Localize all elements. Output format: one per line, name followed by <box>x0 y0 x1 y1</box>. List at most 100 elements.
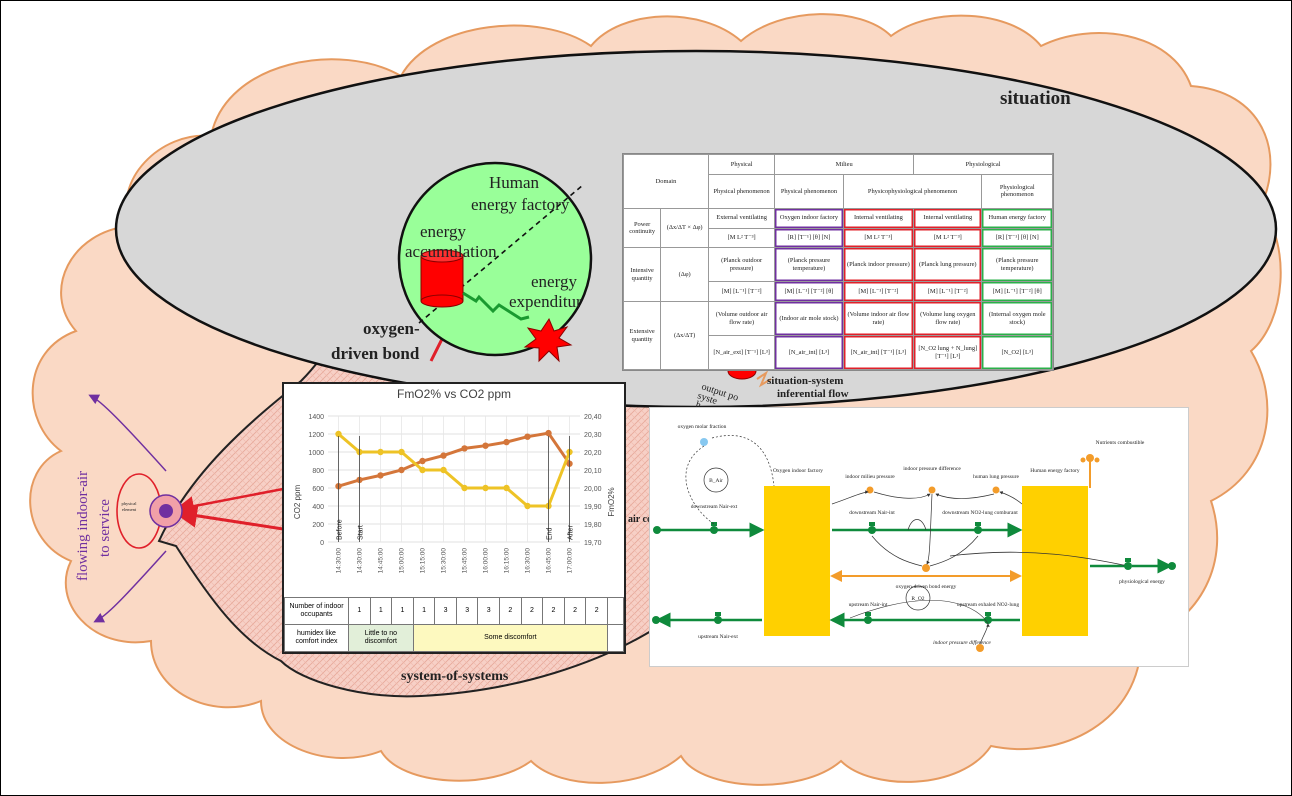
series-point <box>482 442 489 449</box>
energy-expenditure-label-2: expenditur <box>509 292 582 311</box>
domain-table-panel: Domain Physical Milieu Physiological Phy… <box>622 153 1054 371</box>
x-tick-label: 15:15:00 <box>420 548 427 574</box>
comfort-band-some: Some discomfort <box>412 624 609 652</box>
label-oxygen-driven-bond-energy: oxygen-driven bond energy <box>896 584 957 590</box>
x-tick-label: 16:30:00 <box>525 548 532 574</box>
group-milieu: Milieu <box>774 154 915 175</box>
occupants-cell: 1 <box>391 597 414 625</box>
occupancy-table: Number of indoor occupants 1 1 1 1 3 3 3… <box>284 597 624 652</box>
series-point <box>545 429 552 437</box>
y2-tick-label: 20,40 <box>584 414 602 421</box>
occupants-cell: 3 <box>455 597 479 625</box>
series-point <box>377 472 384 479</box>
label-r-o2: R_O2 <box>911 596 924 602</box>
row-name: Power continuity <box>622 207 662 249</box>
series-point <box>503 484 510 492</box>
table-spacer <box>607 597 624 625</box>
table-cell: [M] [L⁻¹] [T⁻²] <box>842 281 915 303</box>
human-energy-factory-label-1: Human <box>489 173 540 192</box>
phenomenon-header: Physical phenomenon <box>774 173 844 209</box>
series-line <box>338 431 571 488</box>
table-cell: Internal ventilating <box>842 207 915 229</box>
occupants-cell: 2 <box>563 597 587 625</box>
series-point <box>419 457 426 465</box>
x-tick-label: 14:30:00 <box>336 548 343 574</box>
situation-label: situation <box>1000 88 1071 109</box>
phenomenon-header: Physical phenomenon <box>707 173 776 209</box>
comfort-band-little: Little to no discomfort <box>348 624 414 652</box>
label-upstream-nair-int: upstream Nair-int <box>849 602 888 608</box>
y-tick-label: 400 <box>312 504 324 511</box>
output-partial-label-3: h <box>694 399 702 411</box>
y2-tick-label: 20,20 <box>584 450 602 457</box>
series-point <box>398 448 405 456</box>
table-cell: [N_air_int] [T⁻¹] [L³] <box>842 335 915 370</box>
x-tick-label: 14:45:00 <box>378 548 385 574</box>
series-point <box>461 484 468 492</box>
table-cell: [N_air_ext] [T⁻¹] [L³] <box>707 335 776 370</box>
label-indoor-milieu-pressure: indoor milieu pressure <box>845 474 895 480</box>
system-dynamics-panel: Oxygen indoor factory Human energy facto… <box>649 407 1189 667</box>
group-physiological: Physiological <box>913 154 1053 175</box>
system-dynamics-diagram: Oxygen indoor factory Human energy facto… <box>652 423 1176 652</box>
table-spacer <box>607 624 624 652</box>
table-cell: [M] [L⁻¹] [T⁻²] <box>707 281 776 303</box>
row-name: Extensive quantity <box>622 301 662 370</box>
y2-tick-label: 19,70 <box>584 540 602 547</box>
label-upstream-nair-ext: upstream Nair-ext <box>698 634 738 640</box>
y-tick-label: 1000 <box>308 450 324 457</box>
series-line <box>337 432 571 508</box>
system-of-systems-label: system-of-systems <box>401 669 509 684</box>
oxygen-driven-bond-label-1: oxygen- <box>363 319 420 338</box>
situation-system-label-2: inferential flow <box>777 388 849 400</box>
event-marker-label: Before <box>337 519 344 540</box>
series-point <box>377 448 384 456</box>
human-energy-factory-stock <box>1022 486 1088 636</box>
label-downstream-nair-int: downstream Nair-int <box>849 510 895 516</box>
energy-expenditure-label-1: energy <box>531 272 577 291</box>
flow-arrow-main <box>173 503 284 531</box>
physical-element-label-2: element <box>122 507 137 512</box>
x-tick-label: 15:00:00 <box>399 548 406 574</box>
series-point <box>524 433 531 440</box>
table-cell: (Planck outdoor pressure) <box>707 247 776 283</box>
x-tick-label: 16:15:00 <box>504 548 511 574</box>
table-cell: [N_O2] [L³] <box>981 335 1053 370</box>
table-cell: (Planck pressure temperature) <box>774 247 844 283</box>
table-cell: External ventilating <box>707 207 776 229</box>
table-cell: Oxygen indoor factory <box>774 207 844 229</box>
air-partial-label: air co <box>628 514 652 525</box>
energy-accumulation-label-1: energy <box>420 222 466 241</box>
y-tick-label: 800 <box>312 468 324 475</box>
energy-accumulation-label-2: accumulation <box>405 242 497 261</box>
occupants-cell: 1 <box>348 597 371 625</box>
x-tick-label: 15:45:00 <box>462 548 469 574</box>
energy-accumulation-cylinder <box>420 249 464 308</box>
x-tick-label: 16:45:00 <box>546 548 553 574</box>
label-indoor-pressure-difference: indoor pressure difference <box>903 465 961 472</box>
label-human-lung-pressure: human lung pressure <box>973 474 1019 480</box>
table-cell: [R] [T⁻¹] [θ] [N] <box>774 227 844 249</box>
table-cell: (Volume indoor air flow rate) <box>842 301 915 337</box>
y-tick-label: 0 <box>320 540 324 547</box>
stock-label-human: Human energy factory <box>1030 467 1080 474</box>
series-point <box>440 466 447 474</box>
event-marker-label: After <box>568 525 575 540</box>
table-cell: (Internal oxygen mole stock) <box>981 301 1053 337</box>
label-nutrients: Nutrients combustible <box>1096 440 1145 446</box>
label-physiological-energy: physiological energy <box>1119 579 1165 585</box>
row-symbol: (Δx/ΔT) <box>660 301 709 370</box>
occupants-cell: 2 <box>520 597 544 625</box>
y-tick-label: 600 <box>312 486 324 493</box>
group-physical: Physical <box>707 154 776 175</box>
physical-element-label-1: physical <box>122 501 138 506</box>
energy-transfer-zigzag <box>462 291 530 321</box>
x-tick-label: 16:00:00 <box>483 548 490 574</box>
event-marker-label: End <box>547 527 554 540</box>
table-cell: [M] [L⁻¹] [T⁻²] [θ] <box>774 281 844 303</box>
flowing-indoor-air-label-2: to service <box>97 499 113 557</box>
comfort-label: humidex like comfort index <box>284 624 349 652</box>
series-point <box>335 430 342 438</box>
